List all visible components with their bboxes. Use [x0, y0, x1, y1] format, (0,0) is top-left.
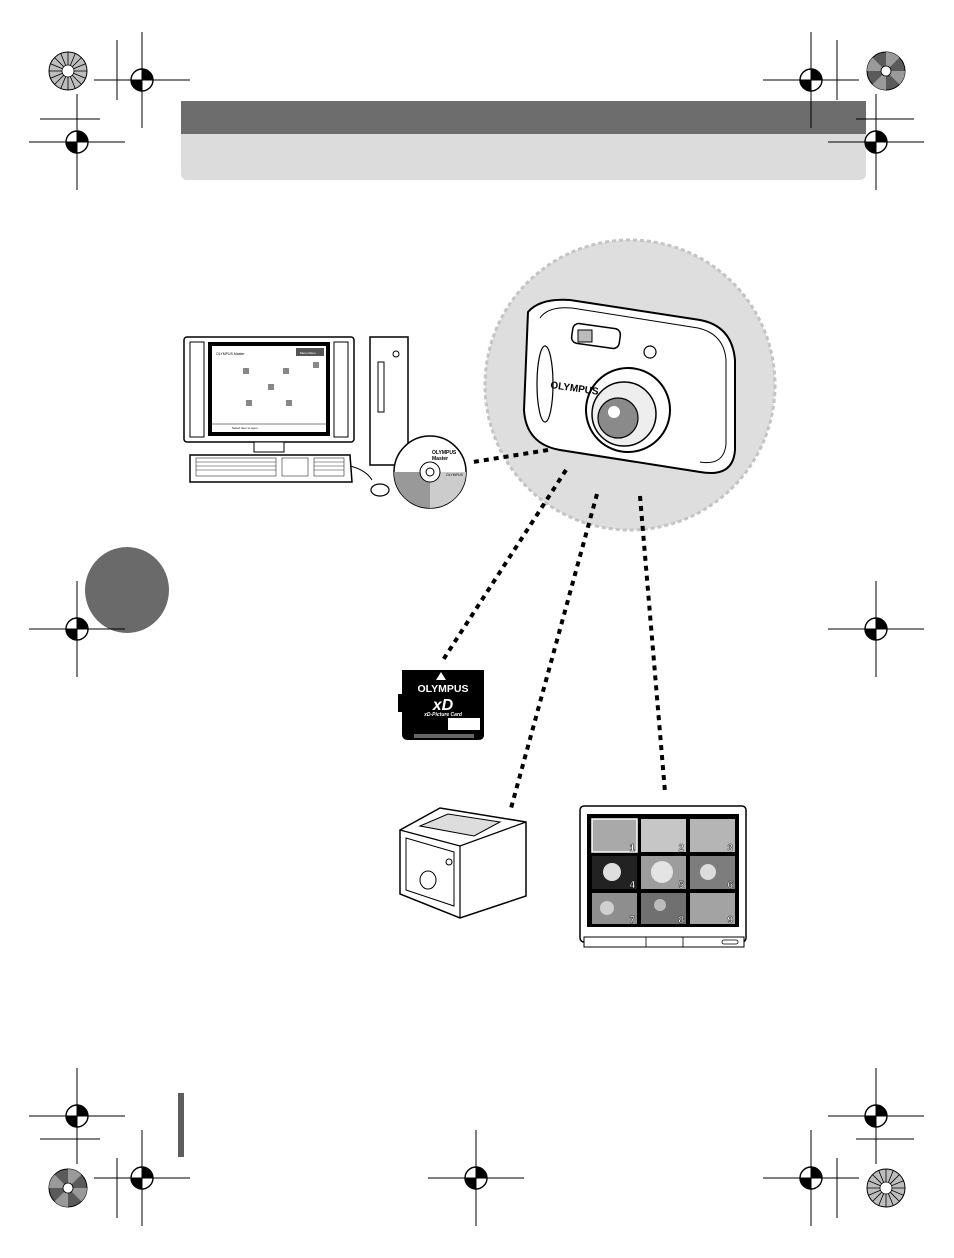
- tv-thumbnail-number: 2: [678, 843, 684, 854]
- registration-mark-icon: [828, 581, 924, 677]
- color-wheel-icon: [867, 52, 905, 90]
- tv-thumbnail-number: 6: [727, 880, 733, 891]
- tv-thumbnail-number: 4: [629, 880, 635, 891]
- color-wheel-icon: [49, 52, 87, 90]
- tv-thumbnail-number: 8: [678, 915, 684, 926]
- color-wheel-icon: [49, 1169, 87, 1207]
- tv-thumbnail-number: 7: [629, 915, 635, 926]
- software-menu-button[interactable]: Menu Menu: [300, 351, 316, 355]
- registration-mark-icon: [763, 1130, 859, 1226]
- color-wheel-icon: [867, 1169, 905, 1207]
- printer-illustration: [400, 808, 526, 918]
- tv-thumbnail-number: 9: [727, 915, 733, 926]
- cdrom-brand: OLYMPUS: [446, 473, 464, 477]
- registration-mark-icon: [428, 1130, 524, 1226]
- registration-mark-icon: [29, 94, 125, 190]
- registration-mark-icon: [29, 1068, 125, 1164]
- registration-mark-icon: [828, 1068, 924, 1164]
- tv-thumbnail-number: 5: [678, 880, 684, 891]
- xd-card-label: xD-Picture Card: [423, 712, 463, 718]
- tv-illustration: 1 2 3 4 5 6 7 8 9: [580, 806, 746, 947]
- computer-illustration: OLYMPUS Master Menu Menu Select item to …: [184, 337, 408, 496]
- cdrom-title-line2: Master: [432, 456, 448, 462]
- software-window-title: OLYMPUS Master: [216, 352, 245, 356]
- tv-thumbnail-number: 1: [629, 843, 635, 854]
- tv-thumbnail-number: 3: [727, 843, 733, 854]
- cdrom-illustration: OLYMPUS Master OLYMPUS: [394, 436, 466, 508]
- xd-card-brand: OLYMPUS: [418, 683, 469, 695]
- registration-mark-icon: [94, 32, 190, 128]
- software-status-text: Select item to open: [232, 426, 258, 430]
- crop-marks: [0, 40, 914, 1218]
- registration-mark-icon: [763, 32, 859, 128]
- camera-illustration: OLYMPUS: [524, 300, 735, 473]
- registration-mark-icon: [94, 1130, 190, 1226]
- registration-mark-icon: [828, 94, 924, 190]
- registration-mark-icon: [29, 581, 125, 677]
- xd-card-illustration: OLYMPUS xD xD-Picture Card: [398, 670, 484, 740]
